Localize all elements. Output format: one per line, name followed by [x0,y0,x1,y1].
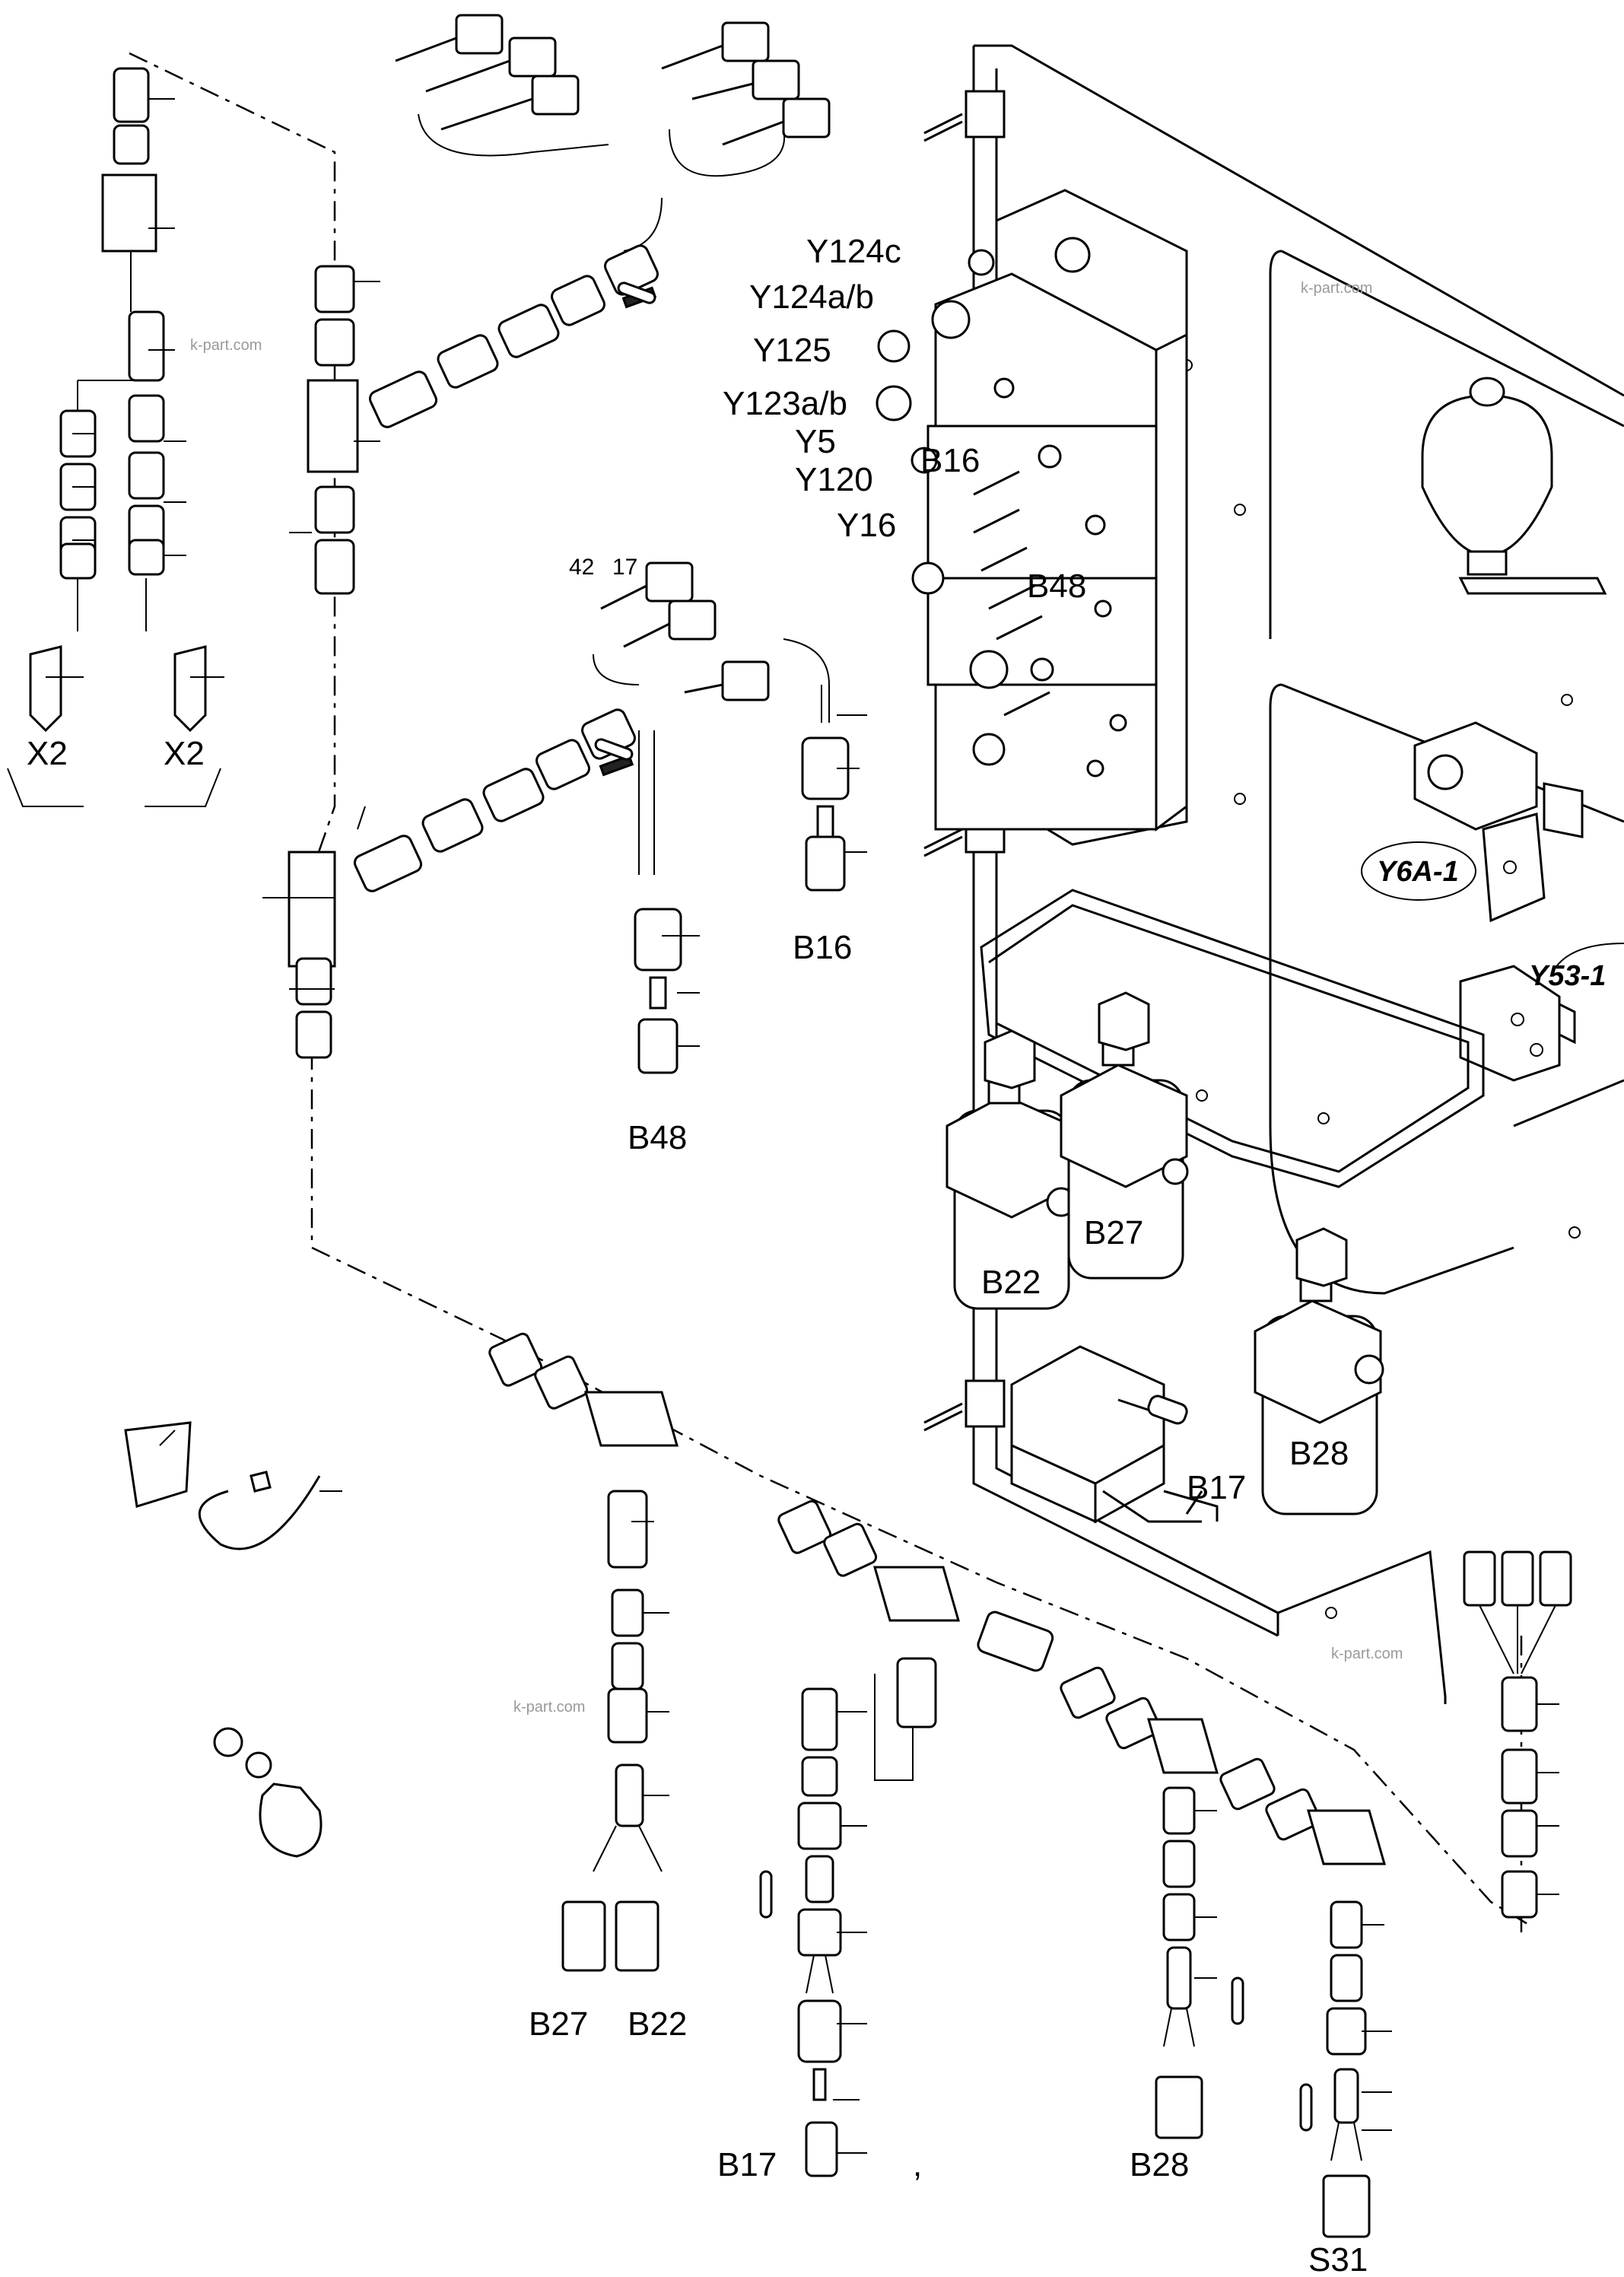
label-b27-filter: B27 [1084,1214,1143,1251]
right-connectors [1463,1550,1572,1919]
label-y6a: Y6A-1 [1377,856,1459,888]
label-s31: S31 [1308,2241,1368,2273]
label-y120: Y120 [795,461,873,498]
watermarks: k-part.com k-part.com k-part.com k-part.… [190,280,1403,1716]
label-b17: B17 [717,2146,777,2183]
label-b48-block: B48 [1027,568,1086,605]
watermark: k-part.com [513,1699,585,1716]
label-b28: B28 [1130,2146,1189,2183]
component-labels: X2 X2 Y124c Y124a/b Y125 Y123a/b Y5 Y120… [27,233,1624,2277]
label-b22: B22 [628,2005,687,2043]
filter-b22 [945,1029,1076,1310]
bottom-run [488,281,1386,2238]
leader-lines [46,98,1559,2154]
label-y125: Y125 [753,332,831,369]
valve-block [876,189,1188,846]
label-b22-filter: B22 [981,1264,1041,1301]
label-y124ab: Y124a/b [749,278,874,316]
label-b27: B27 [529,2005,588,2043]
label-y16: Y16 [837,507,896,544]
watermark: k-part.com [1331,1646,1403,1662]
sensor-b48 [634,730,682,1074]
watermark: k-part.com [190,337,262,354]
lower-t-stack [288,708,636,1059]
label-b16: B16 [793,929,852,966]
label-y124c: Y124c [806,233,901,270]
watermark: k-part.com [1301,280,1372,297]
top-connectors [395,14,831,252]
label-x2-right: X2 [164,735,205,772]
block-b17 [1010,1345,1219,1524]
label-y123ab: Y123a/b [723,385,847,422]
label-y6a-oval [1361,841,1476,901]
sensor-b16 [801,685,850,892]
label-comma: , [913,2146,922,2183]
label-y5: Y5 [795,423,836,460]
accumulator [1421,377,1607,595]
label-y53: Y53-1 [1529,960,1606,992]
solenoid-y53 [1459,965,1576,1082]
label-x2-left: X2 [27,735,68,772]
filter-b28 [1254,1227,1384,1515]
label-num42: 42 [569,555,594,580]
mid-connectors [593,561,830,701]
upper-t-stack [307,244,659,595]
label-num17: 17 [612,555,637,580]
label-b48: B48 [628,1119,687,1156]
label-b17-block: B17 [1187,1469,1246,1506]
left-stacks [7,67,221,807]
label-y53-oval [1551,943,1624,975]
filter-b27 [1060,991,1189,1280]
label-b16-block: B16 [920,442,980,479]
label-b28-filter: B28 [1289,1435,1349,1472]
solenoid-y6a [1413,721,1584,923]
hardware [124,1421,323,1858]
